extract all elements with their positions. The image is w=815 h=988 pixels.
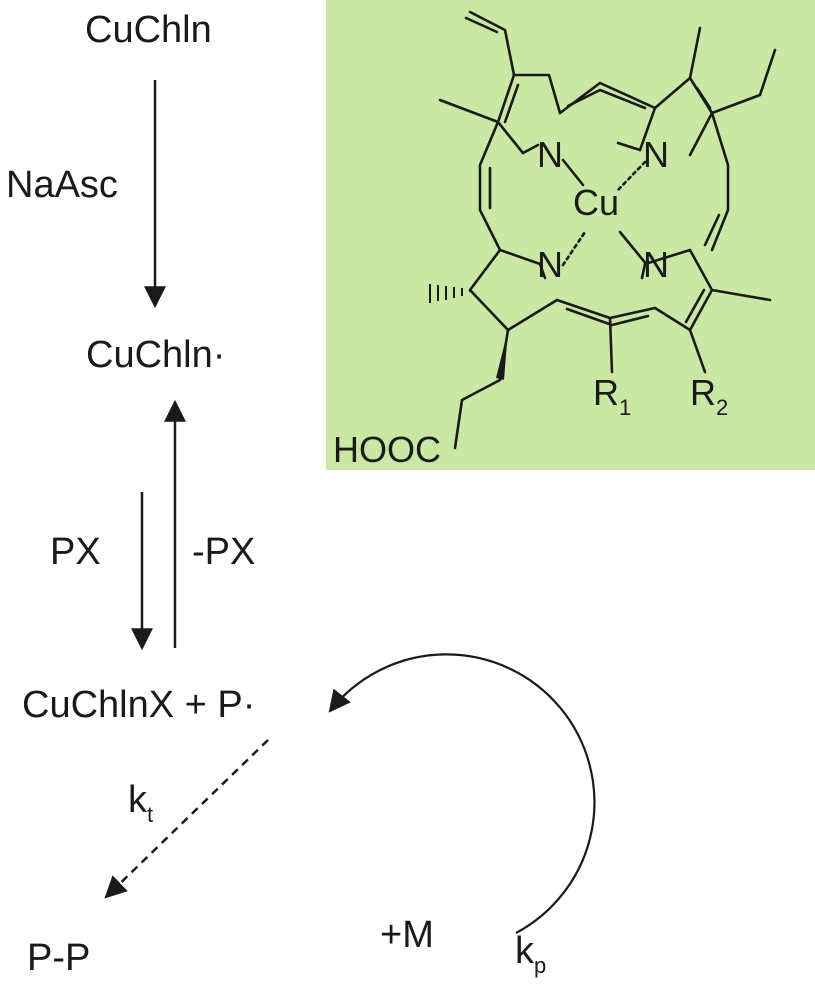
propagation-rate: kp: [515, 930, 546, 978]
structure-panel: Cu N N N N R1 R2 HOOC: [326, 0, 815, 470]
nitrogen-2: N: [643, 134, 669, 175]
termination-rate-sub: t: [147, 802, 153, 827]
acid-group: HOOC: [333, 429, 441, 470]
propagation-label: +M: [380, 914, 434, 956]
product-species: CuChlnX + P·: [22, 684, 255, 726]
radical-species: CuChln·: [86, 334, 225, 376]
termination-product: P-P: [27, 937, 90, 979]
nitrogen-3: N: [537, 244, 563, 285]
substituent-r1-main: R: [593, 372, 619, 413]
forward-label: PX: [50, 531, 101, 573]
hashed-wedge-bond: [429, 284, 471, 303]
termination-rate-main: k: [128, 779, 148, 821]
substituent-r1-sub: 1: [619, 395, 631, 420]
reductant-label: NaAsc: [6, 164, 118, 206]
propagation-cycle: [328, 653, 596, 934]
substituent-r1: R1: [593, 372, 631, 420]
termination-rate: kt: [128, 779, 153, 827]
substituent-r2-sub: 2: [716, 395, 728, 420]
substituent-r2: R2: [690, 372, 728, 420]
start-species: CuChln: [85, 9, 212, 51]
reverse-label: -PX: [192, 531, 255, 573]
structure-background: [326, 0, 815, 470]
bold-wedge-bond: [496, 330, 508, 380]
nitrogen-4: N: [643, 244, 669, 285]
propagation-rate-sub: p: [534, 953, 546, 978]
metal-atom: Cu: [573, 182, 619, 223]
propagation-rate-main: k: [515, 930, 535, 972]
termination-arrow: [104, 739, 269, 899]
nitrogen-1: N: [537, 134, 563, 175]
substituent-r2-main: R: [690, 372, 716, 413]
